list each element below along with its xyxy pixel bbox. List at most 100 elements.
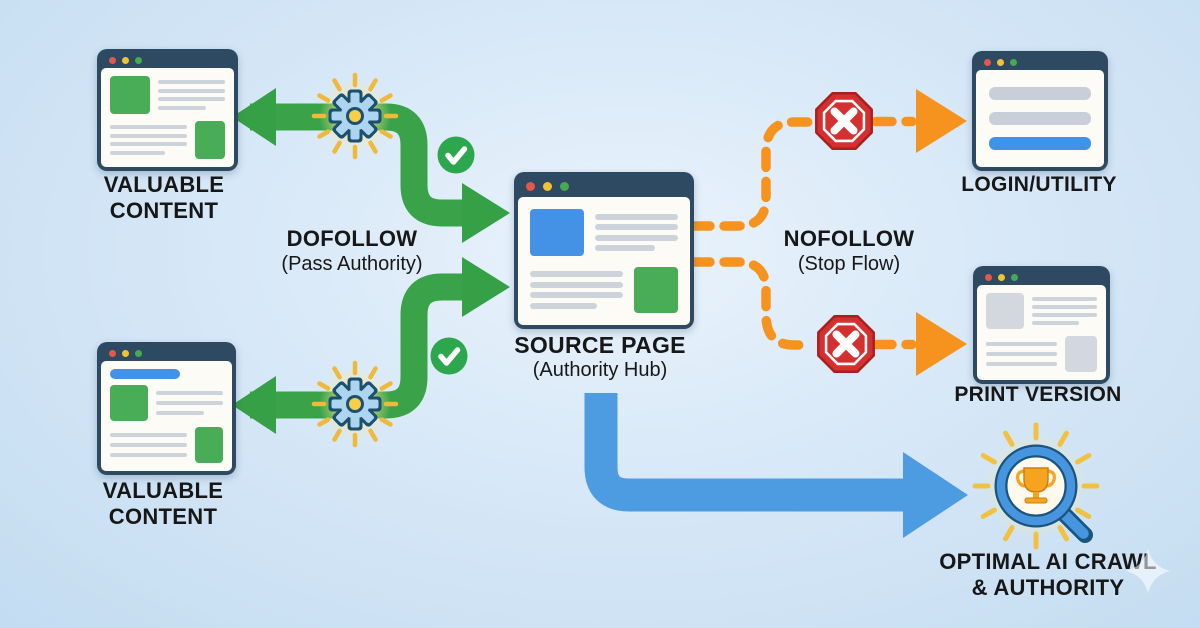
placeholder-line [110,443,187,447]
label-print-version: PRINT VERSION [954,382,1121,408]
trophy-icon [1016,467,1056,504]
arrowhead-left-top [232,88,276,146]
login-form-placeholder [976,70,1104,167]
text-placeholder-lines [986,336,1057,372]
placeholder-line [595,234,678,241]
placeholder-line [156,411,205,415]
window-control-dots [976,55,1104,70]
text-placeholder-lines [156,385,223,421]
title-bar-placeholder [110,369,181,379]
browser-window-valuable-top [97,49,238,171]
window-control-dots [518,176,690,197]
trophy-magnifier-icon [975,425,1097,547]
green-dot-icon [1011,274,1018,281]
window-control-dots [101,346,232,361]
placeholder-line [986,352,1057,356]
sparkle-icon [1126,549,1170,593]
label-login-utility: LOGIN/UTILITY [961,172,1117,198]
image-placeholder [195,427,223,463]
label-source-page: SOURCE PAGE (Authority Hub) [514,332,686,383]
placeholder-line [158,80,225,85]
window-control-dots [101,53,234,68]
content-row [986,293,1097,329]
label-line: CONTENT [109,198,219,223]
red-dot-icon [526,182,535,191]
text-placeholder-lines [1032,293,1097,329]
red-dot-icon [985,274,992,281]
red-dot-icon [984,59,991,66]
placeholder-line [530,281,623,288]
image-placeholder [110,76,150,114]
placeholder-line [1032,321,1079,325]
placeholder-line [158,88,225,93]
node-title: LOGIN/UTILITY [961,173,1117,196]
image-placeholder [634,266,678,313]
image-placeholder [110,385,148,421]
text-placeholder-lines [110,427,187,463]
input-placeholder [989,112,1091,125]
content-row [110,121,225,159]
label-optimal-crawl: OPTIMAL AI CRAWL & AUTHORITY [939,549,1156,601]
arrowhead-blue [903,452,968,538]
stop-sign-icon [816,93,871,148]
label-line: VALUABLE [103,172,225,197]
content-row [110,385,223,421]
image-placeholder [195,121,225,159]
node-subtitle: (Authority Hub) [532,359,668,381]
placeholder-line [110,150,166,155]
text-placeholder-lines [158,76,225,114]
arrowhead-left-bottom [232,376,276,434]
placeholder-line [110,142,187,147]
placeholder-line [530,302,597,309]
green-dot-icon [1010,59,1017,66]
text-placeholder-lines [595,209,678,256]
green-dot-icon [560,182,569,191]
placeholder-line [110,125,187,130]
node-title: PRINT VERSION [954,383,1122,406]
label-nofollow: NOFOLLOW (Stop Flow) [784,226,915,277]
page-content-placeholder [977,285,1106,380]
label-valuable-bottom: VALUABLE CONTENT [103,478,224,530]
placeholder-line [986,342,1057,346]
window-control-dots [977,270,1106,285]
node-title: SOURCE PAGE [514,332,686,358]
placeholder-line [156,391,223,395]
arrowhead-orange-top [916,89,967,153]
text-placeholder-lines [530,267,623,314]
yellow-dot-icon [997,59,1004,66]
check-circle-icon [438,137,475,174]
page-content-placeholder [101,361,232,471]
content-row [110,76,225,114]
placeholder-line [158,105,207,110]
arrowhead-into-source-top [462,183,510,243]
content-row [530,209,678,256]
label-dofollow: DOFOLLOW (Pass Authority) [281,226,422,277]
green-dot-icon [135,57,142,64]
placeholder-line [1032,313,1097,317]
browser-window-login [972,51,1108,171]
stop-sign-icon [818,316,873,371]
placeholder-line [595,224,678,230]
placeholder-line [110,453,187,457]
placeholder-line [986,362,1057,366]
gear-icon [328,377,382,431]
image-placeholder [1065,336,1097,372]
red-dot-icon [109,350,116,357]
text-placeholder-lines [110,121,187,159]
flow-subtitle: (Pass Authority) [281,253,423,275]
arrowhead-orange-bottom [916,312,967,376]
yellow-dot-icon [543,182,552,191]
authority-flow-arrow [584,393,968,538]
browser-window-print [973,266,1110,384]
input-placeholder [989,87,1091,100]
content-row [986,336,1097,372]
placeholder-line [530,292,623,298]
yellow-dot-icon [122,57,129,64]
flow-title: DOFOLLOW [286,226,418,251]
button-placeholder [989,137,1091,150]
yellow-dot-icon [998,274,1005,281]
content-row [530,266,678,314]
browser-window-source [514,172,694,329]
placeholder-line [156,401,223,405]
